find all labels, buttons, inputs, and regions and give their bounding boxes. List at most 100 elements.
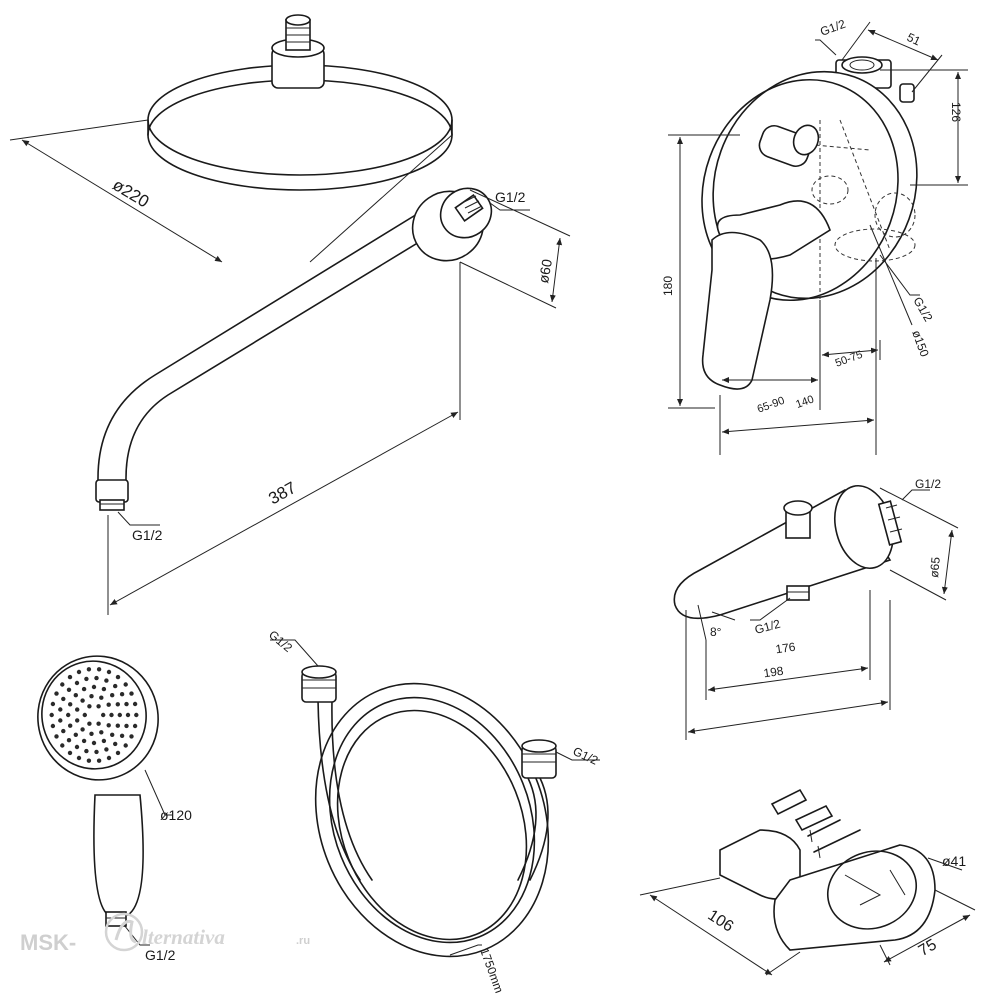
nozzle	[61, 728, 66, 734]
arm-thread-top-label: G1/2	[495, 189, 526, 205]
nozzle	[68, 723, 73, 728]
watermark-logo: MSK- lternativa .ru	[20, 912, 310, 955]
nozzle	[66, 738, 72, 743]
rain-shower-head: ø220	[9, 14, 453, 263]
nozzle	[84, 748, 89, 754]
nozzle	[96, 667, 102, 672]
watermark-brand-right: lternativa	[142, 925, 225, 949]
nozzle	[87, 704, 92, 709]
nozzle	[66, 687, 72, 692]
mixer-thread-outlet-label: G1/2	[910, 295, 935, 325]
nozzle	[104, 678, 109, 683]
nozzle	[68, 702, 73, 707]
arm-length-label: 387	[265, 478, 299, 508]
spout-length-total-label: 198	[763, 664, 785, 681]
arm-thread-bottom-label: G1/2	[132, 527, 163, 543]
nozzle	[76, 669, 82, 675]
nozzle	[115, 723, 121, 728]
nozzle	[129, 691, 134, 696]
arm-diameter-label: ø60	[535, 258, 555, 285]
nozzle	[96, 721, 101, 726]
nozzle	[101, 738, 107, 744]
mixer-height-small-label: 126	[949, 102, 963, 122]
nozzle	[58, 718, 63, 723]
nozzle	[87, 721, 92, 726]
nozzle	[54, 691, 59, 696]
nozzle	[60, 682, 65, 687]
nozzle	[124, 723, 129, 729]
spout-thread-label: G1/2	[915, 477, 941, 491]
nozzle	[106, 702, 111, 707]
nozzle	[99, 695, 104, 700]
nozzle	[50, 701, 56, 707]
nozzle	[81, 686, 87, 692]
nozzle	[82, 712, 88, 718]
nozzle	[101, 686, 107, 692]
nozzle	[81, 738, 87, 744]
nozzle	[101, 712, 106, 718]
nozzle	[73, 732, 79, 737]
nozzle	[96, 758, 102, 763]
nozzle	[134, 712, 139, 718]
nozzle	[50, 723, 56, 729]
nozzle	[106, 755, 112, 761]
nozzle	[89, 731, 94, 736]
nozzle	[94, 675, 99, 681]
nozzle	[129, 734, 134, 739]
wall-holder: ø41 106 75	[639, 788, 976, 976]
nozzle	[84, 676, 89, 682]
nozzle	[86, 667, 92, 672]
nozzle	[49, 712, 54, 718]
nozzle	[123, 682, 128, 687]
nozzle	[67, 674, 73, 680]
nozzle	[115, 750, 121, 756]
nozzle	[58, 707, 63, 712]
mixer-height-total-label: 180	[661, 276, 675, 296]
holder-height-label: 75	[916, 936, 940, 960]
nozzle	[74, 744, 80, 750]
holder-length-label: 106	[705, 907, 737, 936]
nozzle	[117, 712, 123, 718]
mounting-kit	[770, 788, 861, 859]
nozzle	[80, 727, 85, 732]
nozzle	[91, 684, 97, 690]
mixer-width-label: 140	[794, 393, 815, 411]
spray-nozzles	[49, 667, 139, 763]
concealed-mixer: G1/2 51 126 180 G1/2 ø150 65-90 50-75 14…	[661, 17, 968, 455]
nozzle	[60, 743, 65, 748]
nozzle	[106, 723, 111, 728]
nozzle	[75, 718, 80, 723]
mixer-range-a-label: 65-90	[756, 395, 787, 416]
spout-angle-label: 8°	[710, 625, 722, 639]
nozzle	[119, 733, 125, 738]
shower-arm: G1/2 ø60 387 G1/2	[95, 187, 571, 615]
nozzle	[132, 723, 138, 729]
nozzle	[119, 692, 125, 697]
nozzle	[75, 707, 80, 712]
hose-thread-left-label: G1/2	[266, 628, 295, 656]
nozzle	[86, 758, 92, 763]
spout-length-inner-label: 176	[775, 640, 797, 657]
mixer-thread-top-label: G1/2	[818, 17, 848, 39]
spout-thread-bottom-label: G1/2	[753, 617, 782, 637]
holder-diameter-label: ø41	[942, 853, 966, 869]
nozzle	[110, 693, 115, 698]
nozzle	[104, 747, 109, 752]
nozzle	[54, 734, 59, 739]
nozzle	[61, 696, 66, 702]
spout-diameter-label: ø65	[927, 556, 943, 578]
nozzle	[113, 683, 118, 689]
nozzle	[96, 704, 101, 709]
nozzle	[115, 674, 121, 680]
nozzle	[115, 702, 121, 707]
hand-shower-diameter-label: ø120	[160, 807, 192, 823]
nozzle	[67, 750, 73, 756]
watermark-domain: .ru	[296, 935, 310, 947]
hand-shower: ø120 G1/2	[37, 655, 192, 963]
mixer-depth-label: 51	[905, 30, 923, 48]
nozzle	[94, 749, 99, 755]
nozzle	[76, 755, 82, 761]
mixer-plate-diameter-label: ø150	[909, 328, 932, 359]
nozzle	[99, 730, 104, 735]
